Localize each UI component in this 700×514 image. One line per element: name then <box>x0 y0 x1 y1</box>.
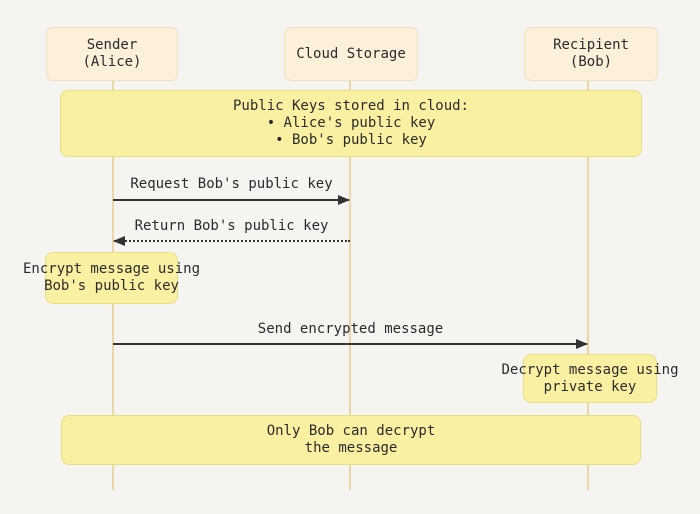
message-line-return-key <box>114 240 350 242</box>
note-public-keys: Public Keys stored in cloud: • Alice's p… <box>60 90 642 157</box>
note-line: Decrypt message using <box>501 361 679 378</box>
note-line: • Alice's public key <box>266 115 436 131</box>
note-line: the message <box>304 440 398 456</box>
note-line: • Bob's public key <box>275 132 427 148</box>
note-line: Public Keys stored in cloud: <box>232 98 469 114</box>
arrowhead-left-icon <box>113 236 125 246</box>
actor-label: Sender <box>86 37 138 53</box>
note-line: private key <box>543 378 637 395</box>
note-line: Bob's public key <box>44 278 179 294</box>
message-line-send-encrypted <box>113 343 587 345</box>
arrowhead-right-icon <box>576 339 588 349</box>
note-line: Encrypt message using <box>23 261 201 277</box>
lifeline-cloud <box>349 80 351 490</box>
actor-sender-alice: Sender (Alice) <box>46 27 178 81</box>
actor-label: Cloud Storage <box>296 45 406 62</box>
message-label-send-encrypted: Send encrypted message <box>257 321 444 337</box>
message-line-request-key <box>113 199 349 201</box>
arrowhead-right-icon <box>338 195 350 205</box>
note-encrypt: Encrypt message using Bob's public key <box>23 252 200 304</box>
note-summary: Only Bob can decrypt the message <box>61 415 641 465</box>
message-label-request-key: Request Bob's public key <box>130 176 333 192</box>
lifeline-bob <box>587 80 589 490</box>
actor-label: (Bob) <box>569 54 613 70</box>
message-label-return-key: Return Bob's public key <box>134 218 329 234</box>
actor-label: Recipient <box>553 37 629 53</box>
note-decrypt: Decrypt message using private key <box>502 354 679 403</box>
actor-cloud-storage: Cloud Storage <box>284 27 418 81</box>
actor-label: (Alice) <box>82 54 142 70</box>
note-line: Only Bob can decrypt <box>266 423 436 439</box>
actor-recipient-bob: Recipient (Bob) <box>524 27 658 81</box>
